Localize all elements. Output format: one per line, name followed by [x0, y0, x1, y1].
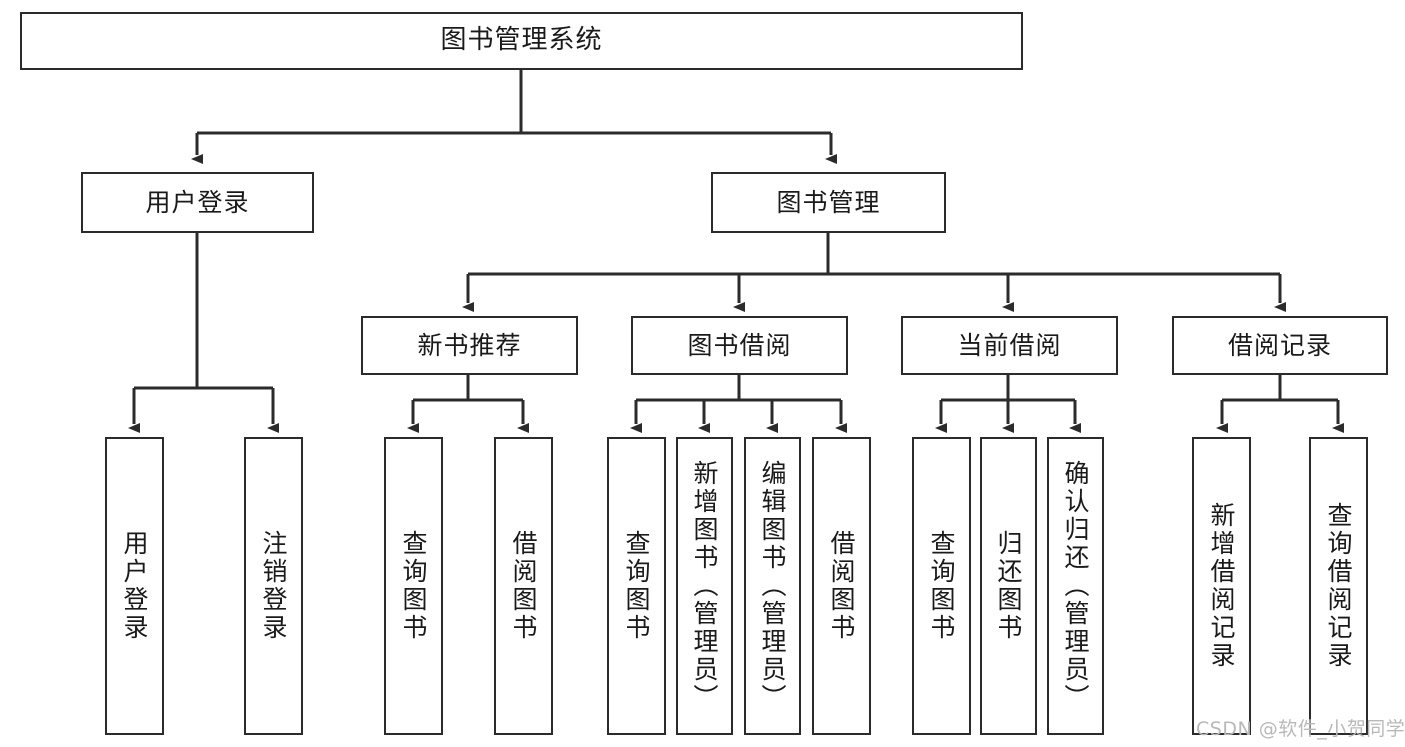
node-label: 确认归还（管理员）: [1061, 460, 1090, 712]
leaf-borrow-books[interactable]: 借阅图书: [812, 437, 871, 735]
node-root-book-management-system[interactable]: 图书管理系统: [20, 12, 1023, 70]
node-label: 注销登录: [259, 530, 288, 642]
node-label: 图书借阅: [687, 330, 792, 360]
leaf-query-books-borrowing[interactable]: 查询图书: [607, 437, 666, 735]
leaf-query-borrow-record[interactable]: 查询借阅记录: [1309, 437, 1368, 735]
node-label: 用户登录: [145, 187, 250, 217]
node-label: 查询图书: [927, 530, 956, 642]
node-new-book-recommendation[interactable]: 新书推荐: [361, 316, 578, 375]
csdn-watermark: CSDN @软件_小贺同学: [1196, 718, 1405, 740]
node-current-borrowing[interactable]: 当前借阅: [901, 316, 1118, 375]
node-label: 借阅图书: [827, 530, 856, 642]
node-label: 借阅记录: [1227, 330, 1332, 360]
node-book-management[interactable]: 图书管理: [711, 172, 946, 233]
node-label: 查询图书: [622, 530, 651, 642]
node-book-borrowing[interactable]: 图书借阅: [631, 316, 848, 375]
node-label: 归还图书: [994, 530, 1023, 642]
node-label: 图书管理系统: [440, 25, 603, 56]
node-label: 查询图书: [399, 530, 428, 642]
node-label: 新增图书（管理员）: [690, 460, 719, 712]
node-label: 图书管理: [776, 187, 881, 217]
node-borrowing-records[interactable]: 借阅记录: [1172, 316, 1388, 375]
leaf-add-borrow-record[interactable]: 新增借阅记录: [1192, 437, 1251, 735]
node-label: 编辑图书（管理员）: [758, 460, 787, 712]
node-label: 新书推荐: [417, 330, 522, 360]
node-label: 借阅图书: [509, 530, 538, 642]
leaf-edit-book-admin[interactable]: 编辑图书（管理员）: [744, 437, 801, 735]
leaf-query-books-current[interactable]: 查询图书: [912, 437, 971, 735]
node-label: 新增借阅记录: [1207, 502, 1236, 670]
node-label: 查询借阅记录: [1324, 502, 1353, 670]
leaf-confirm-return-admin[interactable]: 确认归还（管理员）: [1047, 437, 1104, 735]
node-user-login[interactable]: 用户登录: [81, 172, 314, 233]
node-label: 用户登录: [120, 530, 149, 642]
leaf-logout[interactable]: 注销登录: [244, 437, 303, 735]
leaf-query-books-recommendation[interactable]: 查询图书: [384, 437, 443, 735]
leaf-add-book-admin[interactable]: 新增图书（管理员）: [676, 437, 733, 735]
node-label: 当前借阅: [957, 330, 1062, 360]
leaf-return-books[interactable]: 归还图书: [980, 437, 1037, 735]
leaf-user-login[interactable]: 用户登录: [105, 437, 164, 735]
leaf-borrow-books-recommendation[interactable]: 借阅图书: [494, 437, 553, 735]
